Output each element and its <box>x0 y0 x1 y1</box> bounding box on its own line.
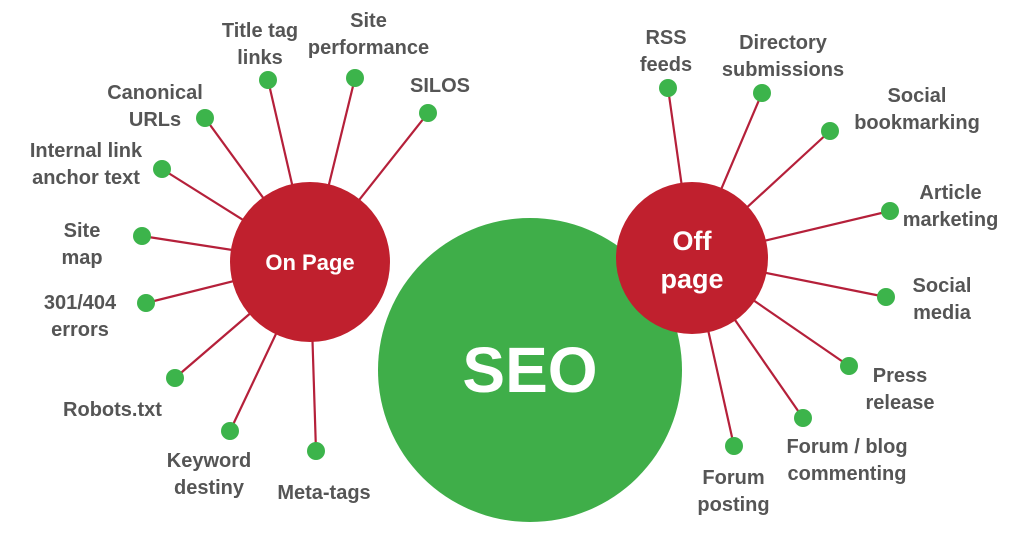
off_page-spoke-dot <box>753 84 771 102</box>
on_page-item-label: Meta-tags <box>277 482 371 504</box>
off_page-spoke-dot <box>659 79 677 97</box>
seo-center-circle <box>378 218 682 522</box>
off_page-spoke-dot <box>794 409 812 427</box>
off_page-spoke-dot <box>725 437 743 455</box>
off_page-spoke-dot <box>821 122 839 140</box>
on_page-item-label: Site performance <box>307 10 430 59</box>
off_page-spoke-dot <box>840 357 858 375</box>
on_page-spoke-dot <box>166 369 184 387</box>
on-page-hub-label: On Page <box>265 250 355 275</box>
off-page-hub-label: Off page <box>660 226 724 294</box>
off_page-item-label: Article marketing <box>902 182 999 231</box>
on_page-spoke-dot <box>221 422 239 440</box>
on_page-spoke-dot <box>133 227 151 245</box>
off_page-item-label: Press release <box>865 365 935 414</box>
on_page-spoke-dot <box>153 160 171 178</box>
on_page-spoke-dot <box>419 104 437 122</box>
on_page-item-label: Keyword destiny <box>166 450 252 499</box>
off_page-item-label: Forum / blog commenting <box>786 436 908 485</box>
off_page-spoke-dot <box>881 202 899 220</box>
off_page-item-label: Directory submissions <box>721 32 845 81</box>
on-page-hub-circle <box>230 182 390 342</box>
off_page-item-label: Social media <box>912 275 972 324</box>
on_page-spoke-dot <box>259 71 277 89</box>
on_page-item-label: Site map <box>61 220 103 269</box>
on_page-item-label: 301/404 errors <box>43 292 117 341</box>
on_page-spoke-dot <box>307 442 325 460</box>
off_page-item-label: RSS feeds <box>639 27 693 76</box>
off-page-hub-circle <box>616 182 768 334</box>
on_page-item-label: Canonical URLs <box>107 82 203 131</box>
on_page-spoke-dot <box>196 109 214 127</box>
off_page-item-label: Forum posting <box>697 467 770 516</box>
on_page-spoke-dot <box>137 294 155 312</box>
on_page-spoke-dot <box>346 69 364 87</box>
on_page-item-label: Internal link anchor text <box>29 140 143 189</box>
seo-center-label: SEO <box>462 334 598 406</box>
on_page-item-label: Title tag links <box>221 20 299 69</box>
off_page-spoke-dot <box>877 288 895 306</box>
on_page-item-label: SILOS <box>409 75 470 97</box>
on_page-item-label: Robots.txt <box>63 399 162 421</box>
off_page-item-label: Social bookmarking <box>854 85 980 134</box>
